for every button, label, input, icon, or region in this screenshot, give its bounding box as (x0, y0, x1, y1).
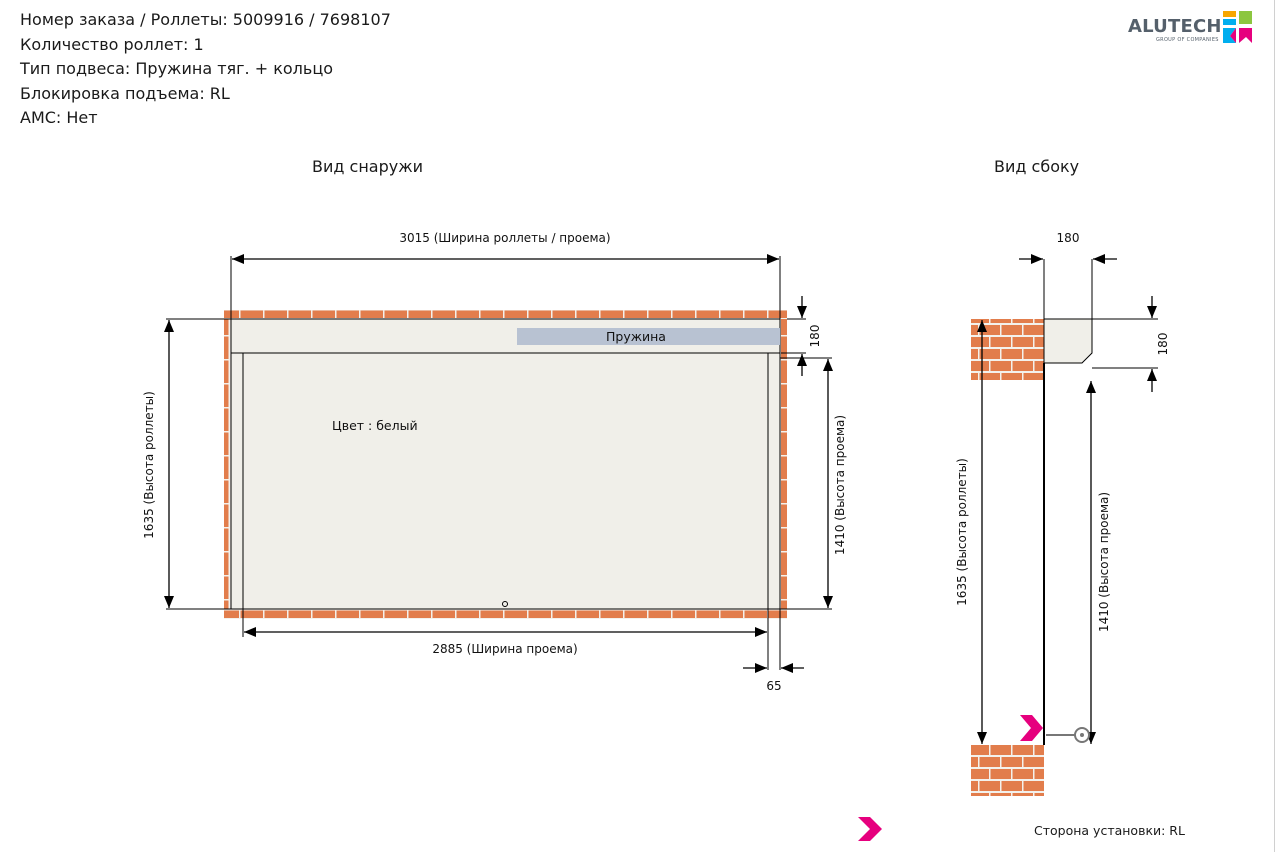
bottom-handle-icon (502, 601, 508, 607)
side-view-title: Вид сбоку (994, 157, 1080, 176)
roller-height-label: 1635 (Высота роллеты) (142, 391, 156, 539)
curtain-color-label: Цвет : белый (332, 418, 418, 433)
right-guide-rail (767, 352, 781, 610)
opening-width-label: 2885 (Ширина проема) (432, 642, 577, 656)
side-opening-height-label: 1410 (Высота проема) (1097, 492, 1111, 632)
brick-lintel (224, 310, 787, 319)
install-side-text: Сторона установки: RL (1034, 823, 1185, 838)
total-width-label: 3015 (Ширина роллеты / проема) (399, 231, 610, 245)
logo-wordmark: ALUTECH (1128, 16, 1222, 37)
order-number-line: Номер заказа / Роллеты: 5009916 / 769810… (20, 10, 391, 29)
left-guide-rail (230, 352, 244, 610)
front-view: Пружина Цвет : белый 3015 (Ширина роллет… (142, 231, 847, 693)
roller-count-line: Количество роллет: 1 (20, 34, 204, 54)
alutech-logo: ALUTECH GROUP OF COMPANIES (1128, 10, 1256, 46)
brick-sill (224, 609, 787, 619)
brick-right-jamb (778, 319, 787, 619)
key-icon (1046, 727, 1090, 743)
opening-height-label: 1410 (Высота проема) (833, 415, 847, 555)
suspension-type-line: Тип подвеса: Пружина тяг. + кольцо (20, 59, 334, 78)
side-view: 180 180 1635 (Высота роллеты) 1410 (Высо… (955, 231, 1170, 796)
page-edge (1274, 0, 1275, 852)
side-box-height-label: 180 (1156, 333, 1170, 356)
lift-lock-line: Блокировка подъема: RL (20, 83, 230, 103)
front-view-title: Вид снаружи (312, 157, 424, 176)
ams-line: АМС: Нет (20, 108, 98, 127)
spring-bar (517, 328, 780, 345)
brick-left-jamb (224, 319, 233, 619)
side-roller-height-label: 1635 (Высота роллеты) (955, 458, 969, 606)
install-side-marker-icon (1020, 715, 1043, 741)
logo-mark-icon (1223, 11, 1252, 43)
roller-curtain (242, 352, 769, 610)
order-info: Номер заказа / Роллеты: 5009916 / 769810… (20, 8, 391, 131)
spring-label: Пружина (606, 329, 666, 344)
legend-marker-icon (858, 817, 882, 841)
side-roller-box (1043, 318, 1093, 364)
guide-width-label: 65 (766, 679, 781, 693)
logo-tagline: GROUP OF COMPANIES (1156, 37, 1219, 43)
lower-wall-brick (971, 745, 1044, 796)
box-height-label: 180 (808, 325, 822, 348)
box-depth-label: 180 (1057, 231, 1080, 245)
